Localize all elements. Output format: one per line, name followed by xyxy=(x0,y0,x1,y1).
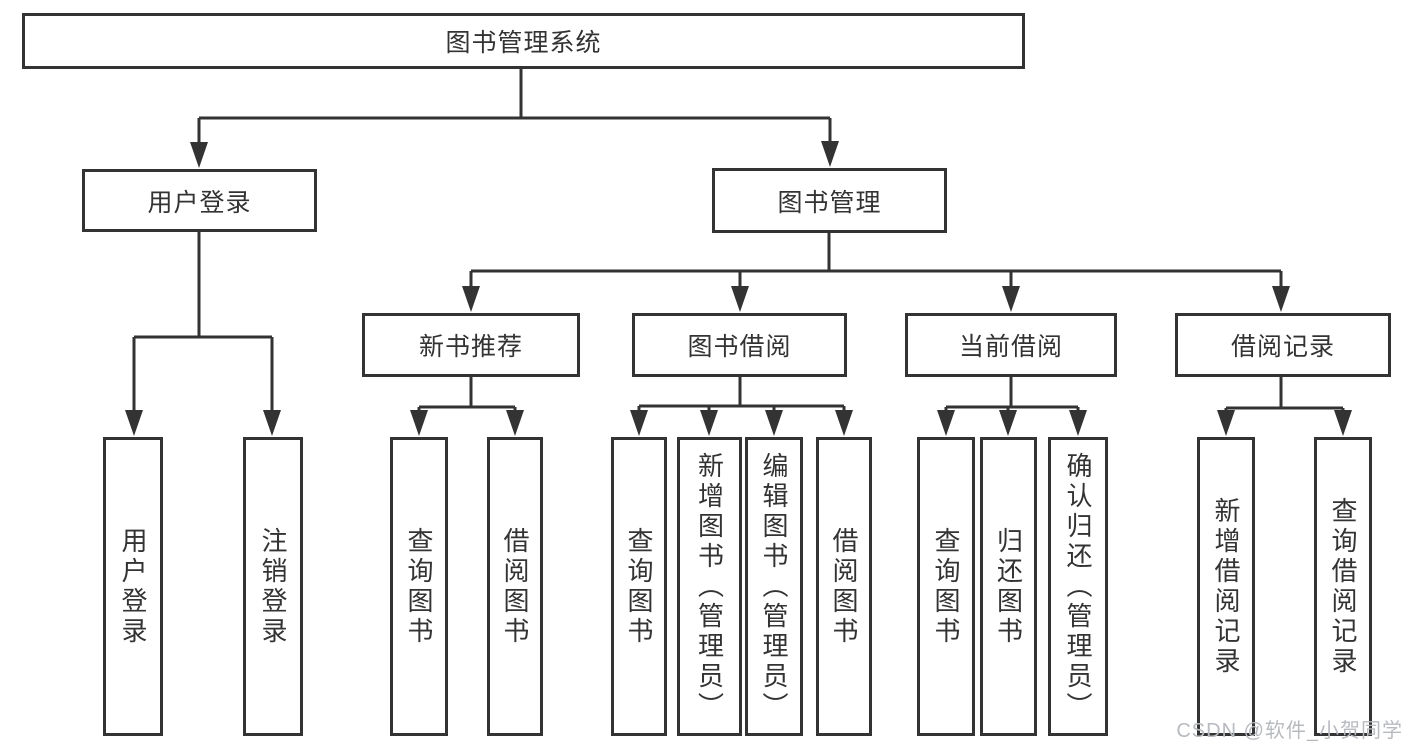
node-label: 用户登录 xyxy=(147,188,252,217)
node-label: 查询图书 xyxy=(404,526,434,647)
node-label: 新增借阅记录 xyxy=(1211,496,1241,677)
node-label: 归还图书 xyxy=(993,526,1024,647)
leaf-confirm-return-admin: 确认归还（管理员） xyxy=(1048,437,1108,736)
leaf-add-borrow-record: 新增借阅记录 xyxy=(1197,437,1255,736)
node-book-management: 图书管理 xyxy=(712,168,947,233)
node-label: 注销登录 xyxy=(258,526,288,647)
node-label: 新增图书（管理员） xyxy=(694,451,725,722)
node-borrowing-records: 借阅记录 xyxy=(1175,313,1391,377)
node-label: 查询借阅记录 xyxy=(1328,496,1358,677)
node-label: 借阅图书 xyxy=(500,526,530,647)
node-new-book-recommendation: 新书推荐 xyxy=(362,313,580,377)
leaf-query-borrow-record: 查询借阅记录 xyxy=(1314,437,1372,736)
leaf-query-books-recommend: 查询图书 xyxy=(390,437,448,736)
node-label: 借阅记录 xyxy=(1230,333,1335,361)
leaf-edit-book-admin: 编辑图书（管理员） xyxy=(745,437,803,736)
leaf-return-book: 归还图书 xyxy=(980,437,1037,736)
node-label: 图书管理系统 xyxy=(445,29,602,57)
leaf-user-login: 用户登录 xyxy=(103,437,163,736)
leaf-add-book-admin: 新增图书（管理员） xyxy=(677,437,742,736)
node-label: 用户登录 xyxy=(118,526,148,647)
node-user-login: 用户登录 xyxy=(82,169,317,232)
node-book-borrowing: 图书借阅 xyxy=(632,313,847,377)
watermark: CSDN @软件_小贺同学 xyxy=(1176,720,1403,742)
leaf-borrow-books-recommend: 借阅图书 xyxy=(487,437,543,736)
leaf-borrow-books-borrowing: 借阅图书 xyxy=(816,437,872,736)
leaf-logout: 注销登录 xyxy=(243,437,303,736)
node-label: 确认归还（管理员） xyxy=(1063,451,1093,722)
node-label: 图书借阅 xyxy=(687,333,792,361)
node-label: 编辑图书（管理员） xyxy=(759,451,789,722)
node-label: 查询图书 xyxy=(624,526,654,647)
leaf-query-books-current: 查询图书 xyxy=(917,437,975,736)
node-label: 新书推荐 xyxy=(418,333,523,361)
leaf-query-books-borrowing: 查询图书 xyxy=(611,437,667,736)
node-label: 查询图书 xyxy=(931,526,961,647)
node-current-borrowing: 当前借阅 xyxy=(905,313,1117,377)
node-label: 当前借阅 xyxy=(958,333,1063,361)
node-label: 借阅图书 xyxy=(829,526,859,647)
node-label: 图书管理 xyxy=(777,188,882,217)
node-library-management-system: 图书管理系统 xyxy=(22,13,1025,69)
arrow-down-icon xyxy=(125,141,1352,436)
